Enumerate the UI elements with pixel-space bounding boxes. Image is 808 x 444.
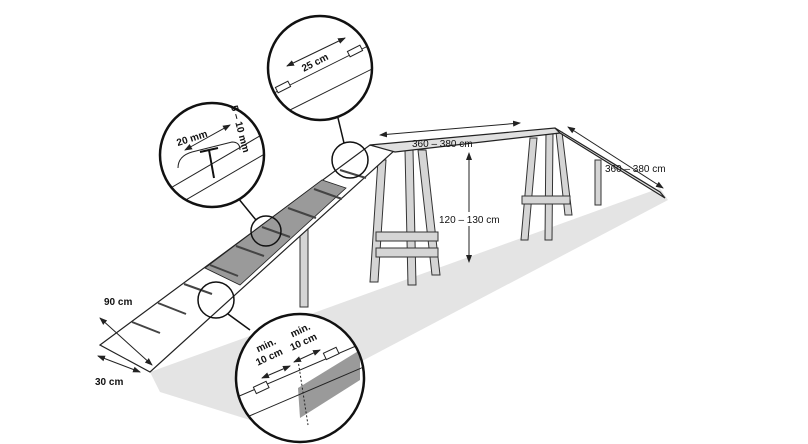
right-ramp bbox=[554, 127, 666, 199]
detail-contact-zone: min. 10 cm min. 10 cm bbox=[234, 312, 366, 444]
screw-icon bbox=[199, 147, 219, 179]
top-length-arrow bbox=[379, 120, 521, 138]
support-left bbox=[299, 149, 441, 308]
width90-arrow bbox=[99, 317, 153, 366]
detail-screw: 20 mm 5 – 10 mm bbox=[158, 101, 266, 209]
top-length-label: 360 – 380 cm bbox=[412, 139, 473, 150]
ramp-length-label: 360 – 380 cm bbox=[605, 164, 666, 175]
width30-arrow bbox=[97, 355, 141, 373]
detail-slat-spacing: 25 cm bbox=[266, 14, 374, 122]
callout-markers bbox=[197, 117, 369, 331]
height-label: 120 – 130 cm bbox=[439, 215, 500, 226]
ramp-length-arrow bbox=[567, 126, 664, 189]
ramp-width-30-label: 30 cm bbox=[95, 377, 123, 388]
ramp-width-90-label: 90 cm bbox=[104, 297, 132, 308]
